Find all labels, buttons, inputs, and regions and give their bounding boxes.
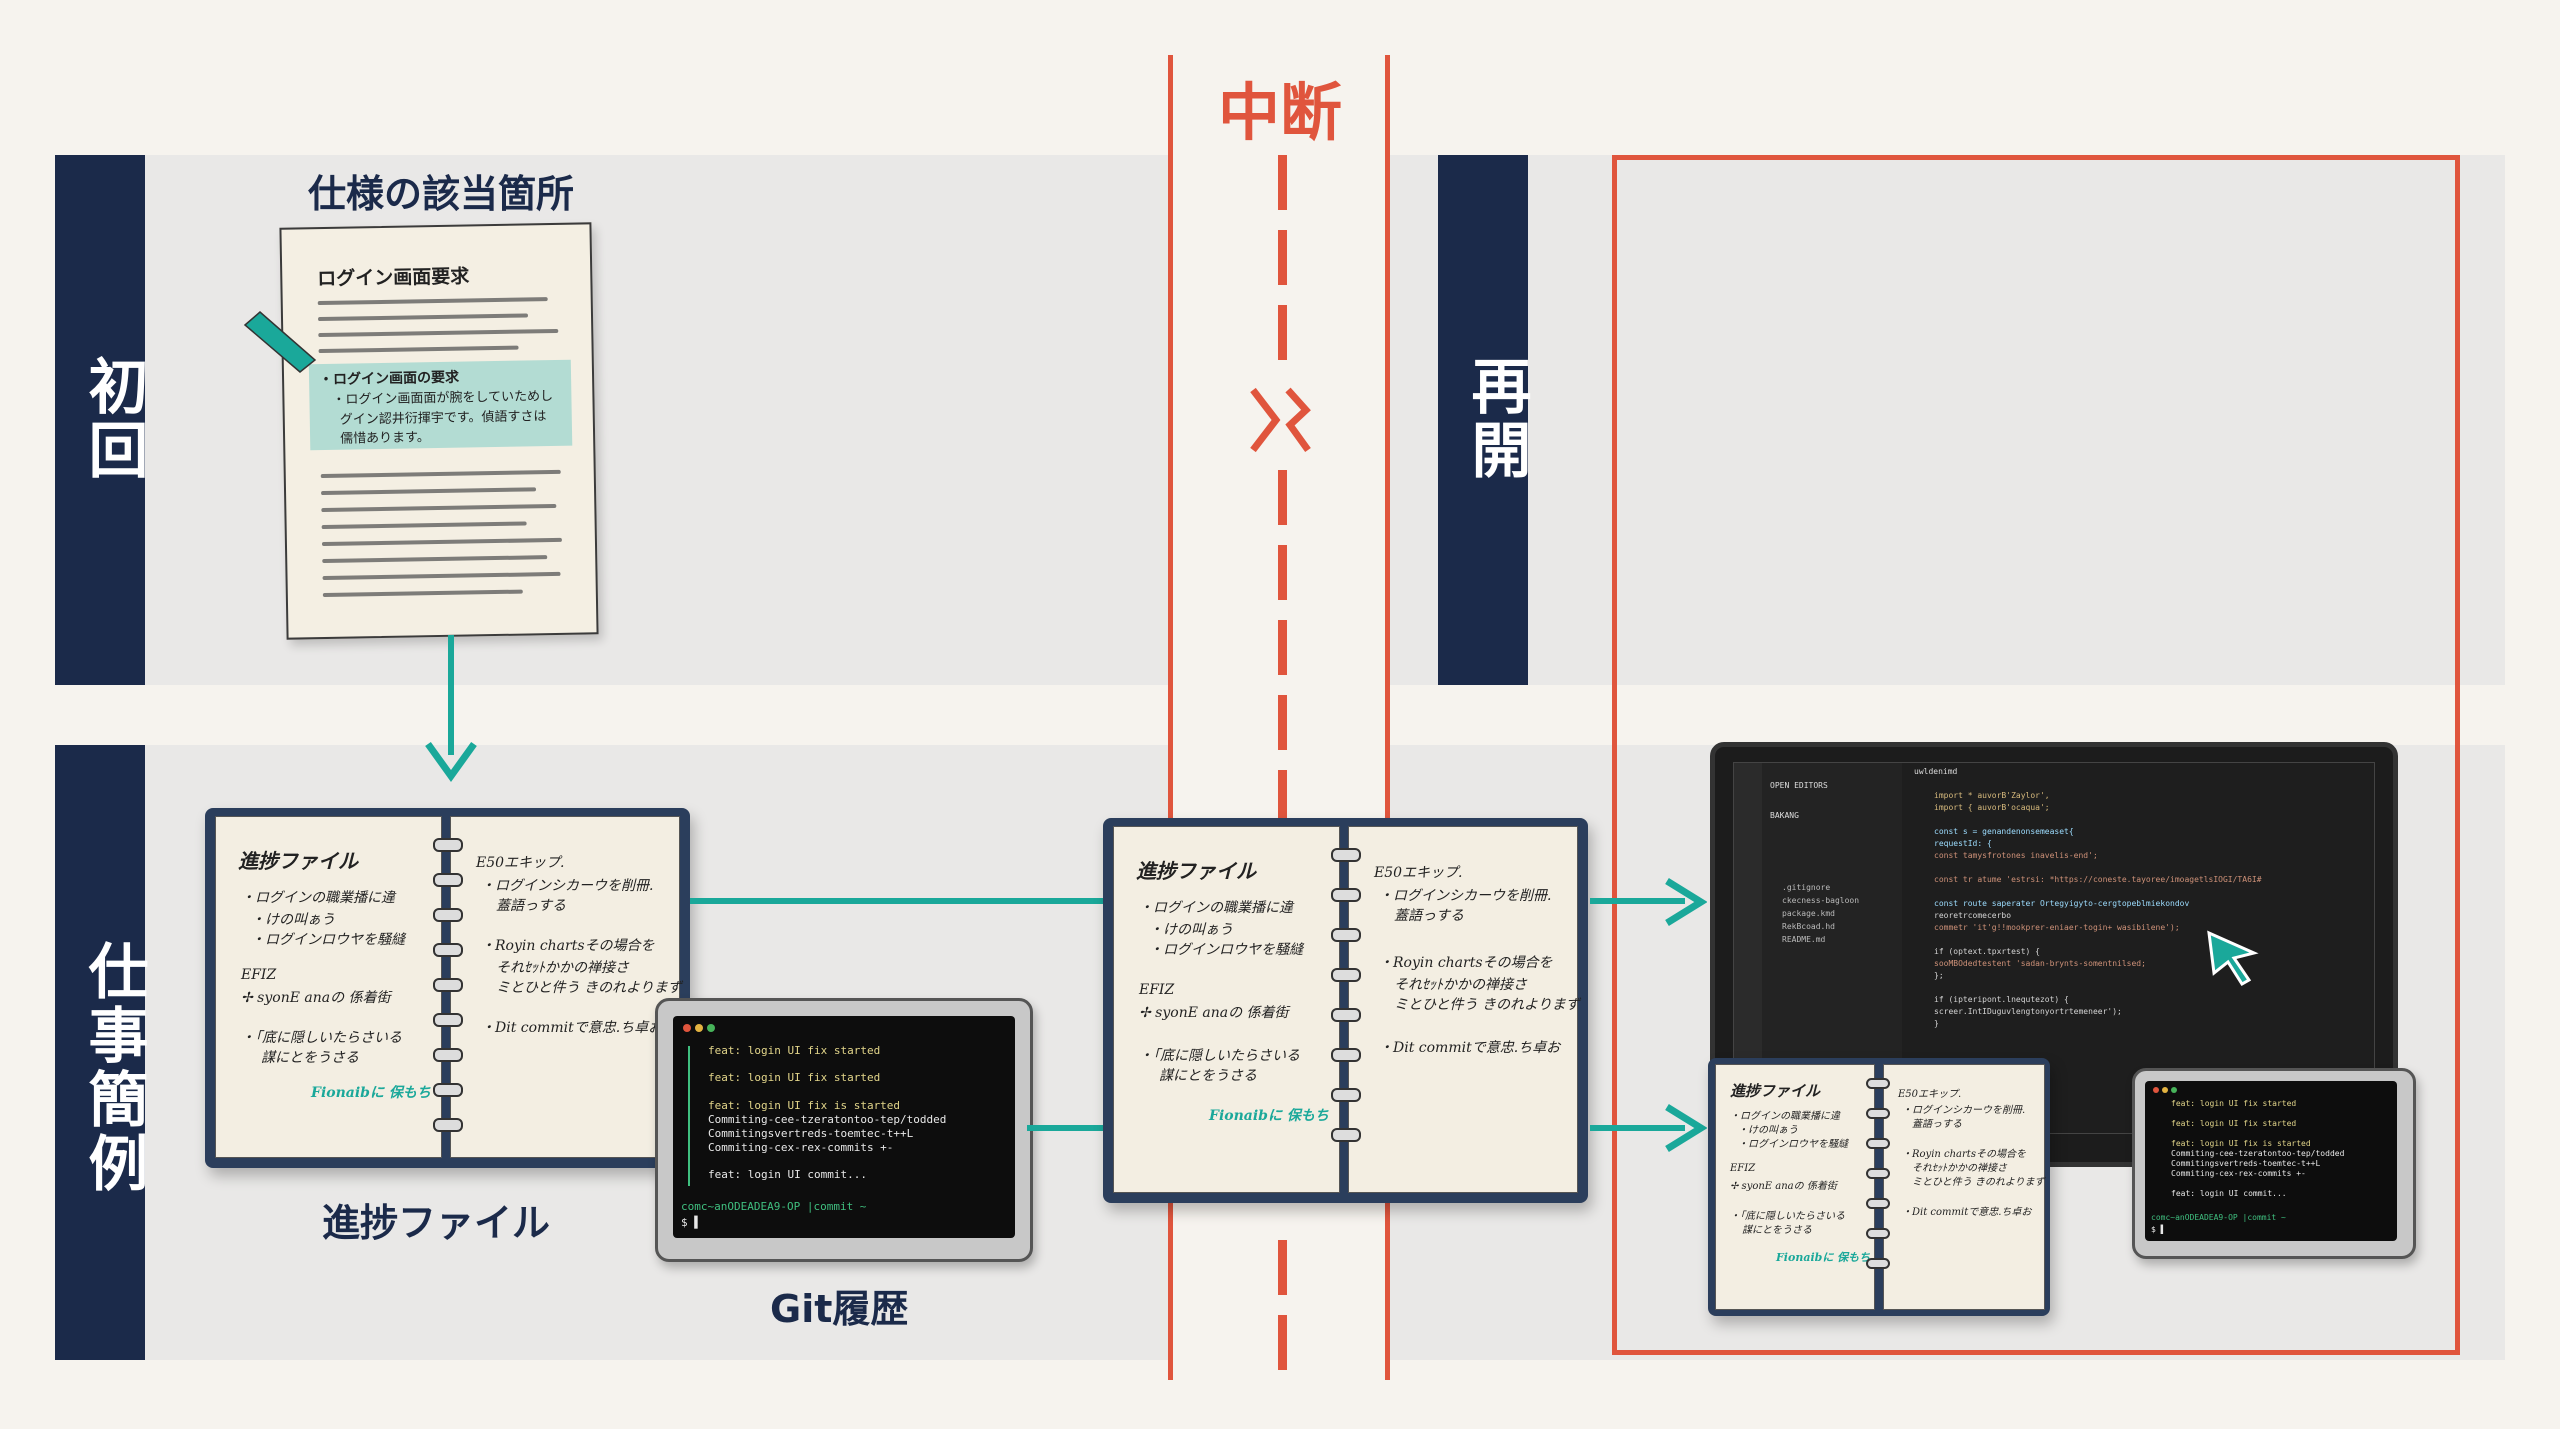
progress-notebook-right-page: E50エキップ. ・ログインシカーウを削冊. 蓋語っする ・Royin char…	[450, 816, 682, 1158]
progress-file-caption: 進捗ファイル	[322, 1201, 551, 1245]
break-zigzag-icon	[1250, 387, 1311, 453]
resume-progress-notebook: 進捗ファイル ・ログインの職業播に違 ・けの叫ぁう ・ログインロウヤを騒縫 EF…	[1708, 1058, 2050, 1316]
spec-highlight-line2: グイン認井衍揮宇です。偵語すさは	[339, 409, 547, 428]
git-to-pause-connector	[1027, 1125, 1110, 1131]
editor-tab[interactable]: uwldenimd	[1914, 767, 1958, 776]
progress-notebook-left-page: 進捗ファイル ・ログインの職業播に違 ・けの叫ぁう ・ログインロウヤを騒縫 EF…	[215, 816, 442, 1158]
arrow-right-icon	[1665, 1104, 1707, 1152]
progress-to-pause-connector	[690, 898, 1110, 904]
spec-highlight-line3: 儒惜あります。	[339, 430, 430, 447]
resume-git-terminal: feat: login UI fix started feat: login U…	[2132, 1068, 2416, 1259]
paused-progress-notebook: 進捗ファイル ・ログインの職業播に違 ・けの叫ぁう ・ログインロウヤを騒縫 EF…	[1103, 818, 1588, 1203]
example-row-label: 仕事簡例	[55, 745, 148, 1360]
resume-frame	[1612, 155, 2460, 1355]
git-terminal: feat: login UI fix started feat: login U…	[655, 998, 1033, 1262]
pause-boundary-left	[1168, 55, 1173, 1380]
first-row-band-right	[1390, 155, 2505, 685]
pause-boundary-right	[1385, 55, 1390, 1380]
progress-notebook-title: 進捗ファイル	[238, 849, 358, 873]
arrow-right-icon	[1665, 878, 1707, 926]
spec-highlight-line1: ・ログイン画面面が腕をしていためし	[332, 389, 554, 408]
resume-row-label: 再開	[1438, 155, 1531, 685]
first-row-label-text: 初回	[78, 355, 148, 483]
git-terminal-screen: feat: login UI fix started feat: login U…	[673, 1016, 1015, 1238]
spec-heading: 仕様の該当箇所	[308, 172, 575, 216]
git-history-caption: Git履歴	[770, 1287, 909, 1331]
progress-notebook: 進捗ファイル ・ログインの職業播に違 ・けの叫ぁう ・ログインロウヤを騒縫 EF…	[205, 808, 690, 1168]
spec-document-title: ログイン画面要求	[317, 265, 470, 291]
arrow-down-icon	[425, 741, 477, 782]
spec-document: ログイン画面要求 ・ログイン画面の要求 ・ログイン画面面が腕をしていためし グイ…	[279, 222, 599, 640]
bookmark-icon	[243, 311, 317, 373]
first-row-label: 初回	[55, 155, 148, 685]
resume-row-label-text: 再開	[1461, 355, 1531, 483]
mouse-cursor-icon	[2207, 930, 2259, 987]
spec-to-progress-arrow	[448, 635, 454, 755]
resume-arrow-top-line	[1590, 898, 1685, 904]
resume-arrow-bottom-line	[1590, 1125, 1685, 1131]
example-row-label-text: 仕事簡例	[78, 940, 148, 1196]
spec-highlight-title: ・ログイン画面の要求	[318, 369, 460, 389]
pause-label: 中断	[1218, 76, 1343, 149]
